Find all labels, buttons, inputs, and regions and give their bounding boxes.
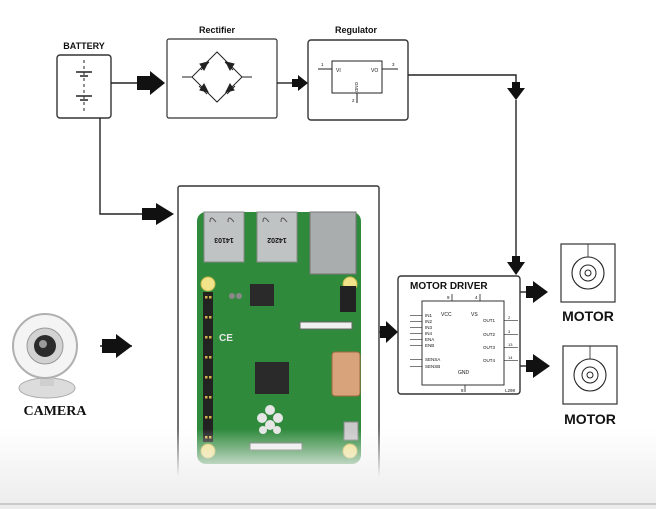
arrow-driver-motor1 bbox=[526, 281, 548, 303]
battery-block bbox=[56, 54, 112, 119]
motor-driver-label: MOTOR DRIVER bbox=[410, 281, 488, 292]
arrow-to-driver bbox=[507, 256, 525, 275]
regulator-block: VI VO GND 1 3 2 bbox=[307, 39, 409, 121]
driver-output-pin: 3 bbox=[508, 329, 511, 334]
rectifier-label: Rectifier bbox=[199, 25, 236, 35]
arrow-regulator-down bbox=[507, 82, 525, 100]
arrow-driver-motor2 bbox=[526, 354, 550, 378]
regulator-vi-pin: VI bbox=[336, 68, 341, 74]
regulator-vo-pin: VO bbox=[371, 68, 378, 74]
ce-mark: CE bbox=[219, 333, 233, 344]
arrow-battery-rectifier bbox=[137, 71, 165, 95]
driver-input-sensa: SENSA bbox=[425, 357, 440, 362]
usb-chip bbox=[250, 284, 274, 306]
camera-label: CAMERA bbox=[24, 404, 88, 419]
arrow-rpi-driver bbox=[380, 321, 398, 343]
motor-2 bbox=[562, 345, 618, 405]
regulator-label: Regulator bbox=[335, 25, 378, 35]
usb-port bbox=[203, 211, 245, 263]
driver-gnd: GND bbox=[458, 370, 470, 376]
rectifier-block bbox=[166, 38, 278, 119]
driver-output-out3: OUT3 bbox=[483, 345, 495, 350]
driver-chip: L298 bbox=[505, 388, 516, 393]
driver-output-out1: OUT1 bbox=[483, 318, 495, 323]
power-port bbox=[343, 421, 359, 441]
driver-output-pin: 13 bbox=[508, 342, 513, 347]
driver-output-pin: 2 bbox=[508, 315, 511, 320]
driver-input-in2: IN2 bbox=[425, 319, 433, 324]
regulator-pin-3: 3 bbox=[392, 62, 395, 67]
driver-input-in1: IN1 bbox=[425, 313, 433, 318]
display-connector bbox=[249, 442, 303, 451]
driver-input-ena: ENA bbox=[425, 337, 434, 342]
connections bbox=[99, 74, 526, 367]
driver-input-enb: ENB bbox=[425, 343, 434, 348]
motor-1-label: MOTOR bbox=[562, 308, 614, 324]
hdmi-port bbox=[331, 351, 361, 397]
camera-connector bbox=[299, 321, 353, 330]
motor-2-label: MOTOR bbox=[564, 411, 616, 427]
arrow-battery-rpi bbox=[142, 203, 174, 225]
arrow-camera-rpi bbox=[102, 334, 132, 358]
ethernet-port bbox=[309, 211, 357, 275]
driver-output-out2: OUT2 bbox=[483, 332, 495, 337]
audio-jack bbox=[340, 286, 356, 312]
driver-output-pin: 14 bbox=[508, 355, 513, 360]
usb-port bbox=[256, 211, 298, 263]
motor-1 bbox=[560, 243, 616, 303]
motor-driver-block: MOTOR DRIVER VCC VS GND L298 9 4 8 IN1IN… bbox=[397, 275, 521, 395]
gpio-header bbox=[203, 292, 213, 442]
driver-pin-top-right: 4 bbox=[475, 295, 478, 300]
battery-label: BATTERY bbox=[63, 41, 105, 51]
driver-output-out4: OUT4 bbox=[483, 358, 495, 363]
regulator-gnd-pin: GND bbox=[354, 82, 359, 93]
arrow-rectifier-regulator bbox=[292, 75, 308, 91]
arrows bbox=[102, 71, 550, 378]
driver-pin-bottom: 8 bbox=[461, 388, 464, 393]
driver-input-in4: IN4 bbox=[425, 331, 433, 336]
cpu-chip bbox=[255, 362, 289, 394]
usb2-code: 14202 bbox=[267, 236, 287, 243]
driver-vs: VS bbox=[471, 312, 478, 318]
driver-pin-top-left: 9 bbox=[447, 295, 450, 300]
driver-input-in3: IN3 bbox=[425, 325, 433, 330]
raspberry-pi-block: 14103 14202 CE bbox=[177, 185, 380, 483]
driver-vcc: VCC bbox=[441, 312, 452, 318]
regulator-pin-1: 1 bbox=[321, 62, 324, 67]
bottom-divider bbox=[0, 503, 656, 505]
usb1-code: 14103 bbox=[214, 236, 234, 243]
diode-bridge-icon bbox=[182, 51, 252, 103]
webcam-icon bbox=[12, 313, 78, 399]
regulator-pin-2: 2 bbox=[352, 98, 355, 103]
driver-input-sensb: SENSB bbox=[425, 364, 440, 369]
